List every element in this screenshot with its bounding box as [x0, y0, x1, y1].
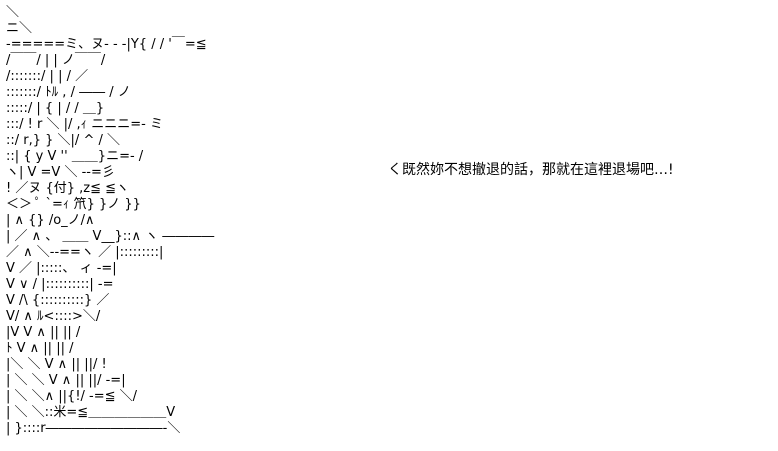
art-line: | ＼ ＼∧ ||{!/ -=≦ ＼/ [6, 389, 138, 404]
art-line: :::::/ | { | / / ＿} [6, 101, 104, 116]
art-line: ::| { y V '' ＿＿}ニ=- / [6, 149, 144, 164]
art-line: :::::::/ ﾄﾙ , / ―― / ノ [6, 85, 131, 100]
art-line: ＜＞ ﾟ `=ｨ 笊} }ノ }} [6, 196, 141, 212]
dialogue-line: く既然妳不想撤退的話，那就在這裡退場吧…! [388, 162, 674, 178]
art-line: /:::::::/ | | / ／ [6, 69, 88, 84]
art-line: V ∨ / |::::::::::| -= [6, 277, 113, 292]
art-line: | ／ ∧ 、 ＿＿ V__}::∧ ヽ ―――― [6, 229, 214, 244]
art-line: V/ ∧ ﾙ<::::>＼/ [6, 309, 101, 324]
art-line: | ＼ ＼ V ∧ || ||/ -=| [6, 373, 126, 388]
art-line: |＼ ＼ V ∧ || ||/ ! [6, 357, 107, 372]
art-line: V ／ |:::::、 ィ -=| [6, 261, 117, 276]
art-line: |V V ∧ || || / [6, 325, 81, 340]
art-line: | }::::r―――――――――-＼ [6, 421, 180, 436]
art-line: | ＼ ＼::米=≦＿＿＿＿＿＿V [6, 405, 175, 420]
art-line: V /\ {::::::::::} ／ [6, 293, 109, 308]
art-line: -=====ミ、ヌ- - -|Y{ / / '￣=≦ [6, 37, 207, 52]
art-line: ::/ r,} } ＼|/ ^ / ＼ [6, 133, 120, 148]
art-line: ! ／ヌ {付} ,z≦ ≦ヽ [6, 181, 129, 196]
art-line: :::/ ! r ＼ |/ ,ｨ ニニニ=- ミ [6, 117, 163, 132]
art-line: /￣￣/ | | ノ￣￣/ [6, 53, 106, 68]
art-line: | ∧ {} /o_ノ/∧ [6, 213, 95, 228]
art-line: ＼ [6, 5, 19, 20]
art-line: ／ ∧ ＼--==ヽ ／ |:::::::::| [6, 245, 163, 260]
art-line: ﾄ V ∧ || || / [6, 341, 74, 356]
art-line: ニ＼ [6, 21, 32, 36]
art-line: ヽ| V =V ＼ --=彡 [6, 165, 115, 180]
